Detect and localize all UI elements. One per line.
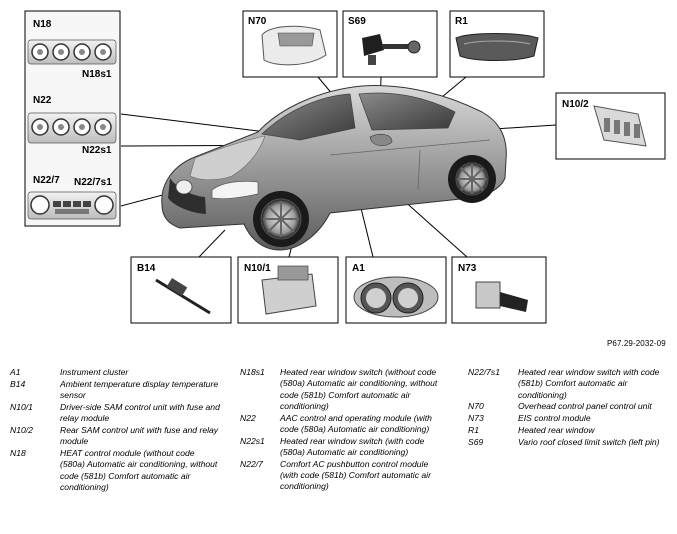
n10-1-component-box: N10/1 [237,256,339,324]
control-panels-box: N18 N18s1 N22 N22s1 N22/7 N22/7s1 [24,10,121,227]
legend-entry: N18 HEAT control module (without code (58… [10,448,220,493]
callout-r1: R1 [455,16,468,27]
n10-2-component-box: N10/2 [555,92,666,160]
b14-component-box: B14 [130,256,232,324]
legend-code: N22/7s1 [468,367,501,377]
callout-n18: N18 [33,19,52,30]
legend-code: N73 [468,413,484,424]
legend-description: Ambient temperature display temperature … [60,378,219,401]
legend-description: Heated rear window switch (without code … [280,367,438,411]
legend-code: N22 [240,412,256,423]
legend-column-3: N22/7s1 Heated rear window switch with co… [468,367,668,449]
a1-component-box: A1 [345,256,447,324]
heat-control-panel [27,39,117,65]
legend-description: Driver-side SAM control unit with fuse a… [60,401,220,424]
legend-column-1: A1 Instrument cluster B14 Ambient temperat… [10,367,220,494]
comfort-ac-panel [27,191,117,220]
legend-description: Heated rear window switch (with code (58… [280,435,425,458]
legend-description: AAC control and operating module (with c… [280,412,432,434]
aac-control-panel [27,112,117,144]
legend-entry: N22/7s1 Heated rear window switch with co… [468,367,668,401]
legend-entry: N18s1 Heated rear window switch (without … [240,367,445,412]
legend-code: N70 [468,401,484,412]
legend-entry: B14 Ambient temperature display temperatu… [10,379,220,402]
legend-description: Overhead control panel control unit [518,401,652,412]
callout-a1: A1 [352,263,365,274]
legend-description: Instrument cluster [60,367,129,377]
figure-reference: P67.29-2032-09 [607,339,666,348]
callout-n18s1: N18s1 [82,69,112,80]
s69-component-box: S69 [342,10,438,78]
legend-code: R1 [468,424,479,435]
legend-entry: R1 Heated rear window [468,425,668,436]
legend-entry: S69 Vario roof closed limit switch (left … [468,437,668,448]
legend-description: HEAT control module (without code (580a)… [60,448,218,492]
legend-column-2: N18s1 Heated rear window switch (without … [240,367,445,493]
legend-description: Heated rear window [518,424,595,435]
legend-entry: N10/2 Rear SAM control unit with fuse and… [10,425,220,448]
legend-entry: N22 AAC control and operating module (wit… [240,413,445,436]
legend-description: Comfort AC pushbutton control module (wi… [280,458,431,492]
n70-component-box: N70 [242,10,338,78]
roadster-car-illustration [161,85,507,251]
legend-description: Vario roof closed limit switch (left pin… [518,436,660,447]
legend-code: N10/1 [10,401,33,412]
legend-entry: N22s1 Heated rear window switch (with cod… [240,436,445,459]
legend-entry: A1 Instrument cluster [10,367,220,378]
legend-entry: N10/1 Driver-side SAM control unit with f… [10,402,220,425]
legend-description: Heated rear window switch with code (581… [518,367,660,400]
callout-n22s1: N22s1 [82,145,112,156]
legend-entry: N22/7 Comfort AC pushbutton control modul… [240,459,445,493]
callout-n10-1: N10/1 [244,263,271,274]
legend-description: EIS control module [518,413,591,424]
callout-n22-7s1: N22/7s1 [74,177,112,188]
legend-code: A1 [10,367,21,377]
legend-code: B14 [10,378,26,389]
callout-b14: B14 [137,263,156,274]
callout-n10-2: N10/2 [562,99,589,110]
r1-component-box: R1 [449,10,545,78]
callout-s69: S69 [348,16,366,27]
callout-n22: N22 [33,95,52,106]
legend-code: N10/2 [10,424,33,435]
legend-entry: N70 Overhead control panel control unit [468,401,668,412]
legend-code: N22s1 [240,435,265,446]
n73-component-box: N73 [451,256,547,324]
legend-code: N18s1 [240,367,265,377]
callout-n22-7: N22/7 [33,175,60,186]
legend-code: N22/7 [240,458,263,469]
legend-entry: N73 EIS control module [468,413,668,424]
legend-description: Rear SAM control unit with fuse and rela… [60,424,219,447]
callout-n70: N70 [248,16,267,27]
legend-code: N18 [10,448,26,459]
legend-code: S69 [468,436,484,447]
callout-n73: N73 [458,263,477,274]
